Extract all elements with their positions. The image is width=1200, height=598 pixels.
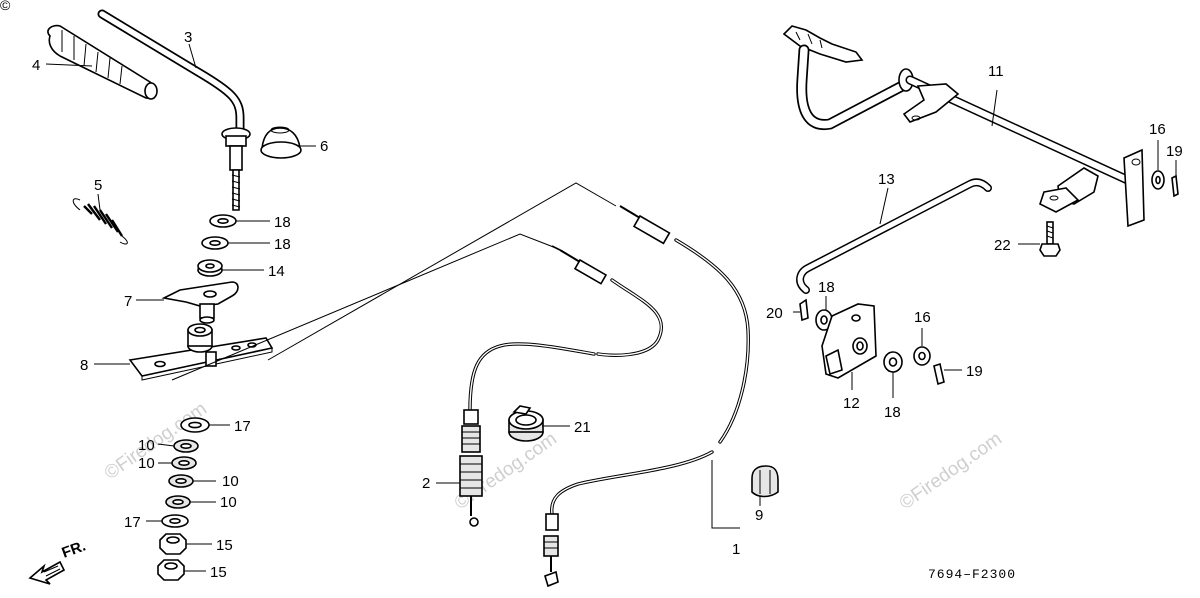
washer-10-b[interactable] xyxy=(171,456,197,470)
front-label: FR. xyxy=(60,538,89,562)
callout-18-c[interactable]: 18 xyxy=(818,279,835,296)
corner-mark: © xyxy=(0,0,11,13)
washer-17-lower[interactable] xyxy=(161,514,189,528)
callout-20[interactable]: 20 xyxy=(766,305,783,322)
assembly-lines xyxy=(171,182,617,381)
callout-6[interactable]: 6 xyxy=(320,138,328,155)
part-2-cable[interactable] xyxy=(459,245,663,527)
part-11-pedal[interactable] xyxy=(782,25,1145,228)
front-arrow: FR. xyxy=(28,538,89,585)
callout-17-a[interactable]: 17 xyxy=(234,418,251,435)
callout-17-b[interactable]: 17 xyxy=(124,514,141,531)
nut-15-lower[interactable] xyxy=(157,559,185,581)
callout-18-b[interactable]: 18 xyxy=(274,236,291,253)
callout-13[interactable]: 13 xyxy=(878,171,895,188)
callout-9[interactable]: 9 xyxy=(755,507,763,524)
part-1-cable[interactable] xyxy=(543,205,750,588)
callout-7[interactable]: 7 xyxy=(124,293,132,310)
collar-14[interactable] xyxy=(197,259,223,277)
part-7-bracket[interactable] xyxy=(161,281,239,324)
callout-18-a[interactable]: 18 xyxy=(274,214,291,231)
callout-11[interactable]: 11 xyxy=(988,63,1004,80)
washer-10-a[interactable] xyxy=(173,439,199,453)
callout-5[interactable]: 5 xyxy=(94,177,102,194)
part-8-plate[interactable] xyxy=(128,323,274,381)
cotter-19-right[interactable] xyxy=(1171,174,1179,198)
callout-10-c[interactable]: 10 xyxy=(222,473,239,490)
washer-16-mid[interactable] xyxy=(913,346,931,366)
part-12-plate[interactable] xyxy=(821,303,877,379)
callout-10-b[interactable]: 10 xyxy=(138,455,155,472)
callout-2[interactable]: 2 xyxy=(422,475,430,492)
callout-15-b[interactable]: 15 xyxy=(210,564,227,581)
part-5-spring[interactable] xyxy=(72,198,128,245)
callout-19-a[interactable]: 19 xyxy=(1166,143,1183,160)
nut-15-upper[interactable] xyxy=(159,533,187,555)
callout-1[interactable]: 1 xyxy=(732,541,740,558)
part-21-clamp[interactable] xyxy=(508,405,544,442)
washer-18-lower[interactable] xyxy=(201,236,229,250)
callout-3[interactable]: 3 xyxy=(184,29,192,46)
part-3-lever[interactable] xyxy=(97,9,251,211)
part-13-rod[interactable] xyxy=(796,178,992,294)
part-4-grip[interactable] xyxy=(47,24,158,100)
diagram-code: 7694–F2300 xyxy=(928,567,1016,582)
callouts: 1 2 3 4 5 6 7 8 9 10 10 10 10 11 12 13 1… xyxy=(32,29,1183,581)
cotter-20[interactable] xyxy=(799,298,809,322)
part-9-grommet[interactable] xyxy=(751,465,779,498)
washer-10-d[interactable] xyxy=(165,495,191,509)
callout-16-b[interactable]: 16 xyxy=(914,309,931,326)
washer-16-right[interactable] xyxy=(1151,170,1165,190)
washer-10-c[interactable] xyxy=(168,474,194,488)
part-6-boot[interactable] xyxy=(260,126,302,159)
cotter-19-mid[interactable] xyxy=(933,362,945,386)
leader-lines xyxy=(45,43,1177,572)
callout-15-a[interactable]: 15 xyxy=(216,537,233,554)
callout-12[interactable]: 12 xyxy=(843,395,860,412)
washer-18-right-low[interactable] xyxy=(883,351,903,373)
bolt-22[interactable] xyxy=(1039,221,1061,257)
callout-19-b[interactable]: 19 xyxy=(966,363,983,380)
washer-18-upper[interactable] xyxy=(209,214,237,228)
callout-22[interactable]: 22 xyxy=(994,237,1011,254)
callout-14[interactable]: 14 xyxy=(268,263,285,280)
washer-17-upper[interactable] xyxy=(180,417,210,433)
callout-10-d[interactable]: 10 xyxy=(220,494,237,511)
callout-18-d[interactable]: 18 xyxy=(884,404,901,421)
watermark-3: ©Firedog.com xyxy=(896,428,1006,514)
callout-21[interactable]: 21 xyxy=(574,419,591,436)
callout-10-a[interactable]: 10 xyxy=(138,437,155,454)
callout-4[interactable]: 4 xyxy=(32,57,40,74)
callout-16-a[interactable]: 16 xyxy=(1149,121,1166,138)
callout-8[interactable]: 8 xyxy=(80,357,88,374)
